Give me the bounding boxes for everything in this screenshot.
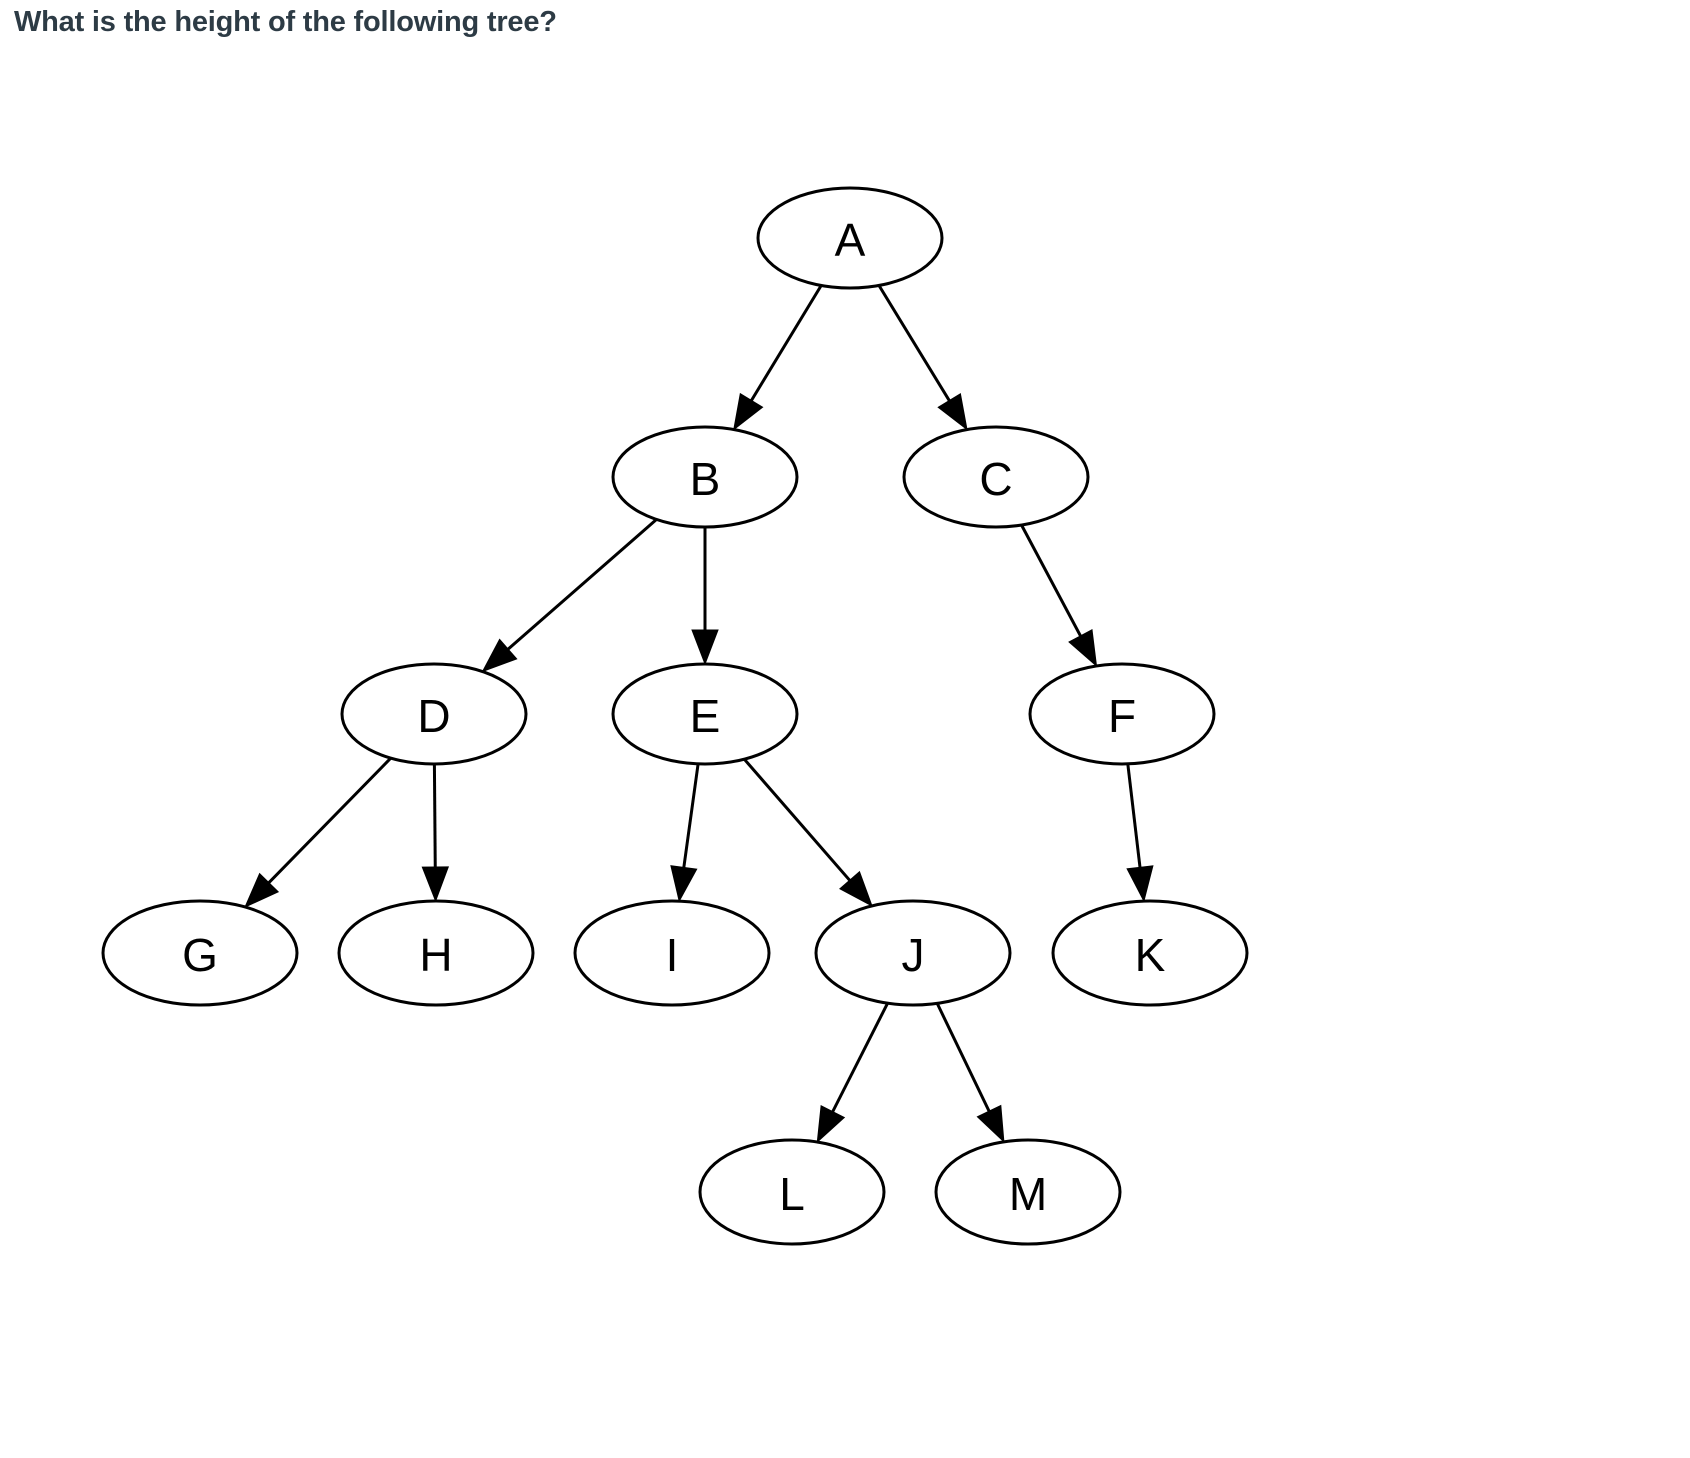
node-ellipse-b: [611, 425, 799, 529]
tree-edge-d-g: [263, 757, 392, 888]
node-ellipse-m: [934, 1138, 1122, 1246]
arrowhead-icon: [481, 638, 518, 673]
arrowhead-icon: [244, 872, 280, 908]
tree-node-c: C: [902, 425, 1090, 529]
arrowhead-icon: [670, 865, 698, 903]
node-label-m: M: [1009, 1168, 1047, 1220]
tree-node-e: E: [611, 662, 799, 766]
tree-edge-a-c: [877, 284, 954, 407]
tree-diagram-canvas: A B C D E F G H I J K L M: [101, 186, 1249, 1246]
node-label-a: A: [835, 214, 866, 266]
tree-node-a: A: [756, 186, 944, 290]
tree-node-b: B: [611, 425, 799, 529]
node-ellipse-f: [1028, 662, 1216, 766]
edges-layer: [244, 284, 1154, 1144]
tree-edge-c-f: [1020, 524, 1085, 642]
nodes-layer: A B C D E F G H I J K L M: [101, 186, 1249, 1246]
tree-node-j: J: [814, 899, 1012, 1007]
tree-edge-e-j: [743, 758, 855, 886]
tree-node-m: M: [934, 1138, 1122, 1246]
node-ellipse-d: [340, 662, 528, 766]
node-label-j: J: [902, 929, 925, 981]
node-ellipse-j: [814, 899, 1012, 1007]
tree-node-k: K: [1051, 899, 1249, 1007]
tree-node-l: L: [698, 1138, 886, 1246]
node-label-c: C: [979, 453, 1012, 505]
tree-node-g: G: [101, 899, 299, 1007]
tree-edge-b-d: [502, 518, 658, 655]
arrowhead-icon: [1068, 629, 1098, 668]
node-ellipse-k: [1051, 899, 1249, 1007]
arrowhead-icon: [816, 1105, 846, 1144]
node-label-b: B: [690, 453, 721, 505]
arrowhead-icon: [421, 866, 450, 903]
page-title: What is the height of the following tree…: [14, 6, 557, 38]
node-ellipse-i: [573, 899, 771, 1007]
tree-edge-a-b: [747, 284, 823, 407]
tree-node-h: H: [337, 899, 535, 1007]
node-ellipse-a: [756, 186, 944, 290]
arrowhead-icon: [937, 392, 968, 431]
tree-edge-j-m: [935, 1002, 994, 1118]
node-label-f: F: [1108, 690, 1136, 742]
tree-edge-e-i: [681, 763, 700, 874]
node-ellipse-h: [337, 899, 535, 1007]
node-ellipse-l: [698, 1138, 886, 1246]
node-label-h: H: [419, 929, 452, 981]
node-ellipse-c: [902, 425, 1090, 529]
arrowhead-icon: [839, 870, 873, 907]
tree-edge-d-h: [432, 763, 437, 874]
node-label-e: E: [690, 690, 721, 742]
tree-edge-f-k: [1126, 763, 1143, 874]
arrowhead-icon: [691, 629, 719, 666]
tree-node-f: F: [1028, 662, 1216, 766]
tree-node-i: I: [573, 899, 771, 1007]
node-label-k: K: [1135, 929, 1166, 981]
node-ellipse-g: [101, 899, 299, 1007]
node-label-l: L: [779, 1168, 805, 1220]
arrowhead-icon: [1126, 865, 1154, 903]
node-ellipse-e: [611, 662, 799, 766]
node-label-i: I: [666, 929, 679, 981]
arrowhead-icon: [976, 1104, 1005, 1144]
node-label-g: G: [182, 929, 218, 981]
node-label-d: D: [417, 690, 450, 742]
tree-diagram: A B C D E F G H I J K L M: [0, 120, 1690, 1450]
tree-node-d: D: [340, 662, 528, 766]
arrowhead-icon: [733, 392, 764, 431]
tree-edge-j-l: [828, 1002, 889, 1118]
